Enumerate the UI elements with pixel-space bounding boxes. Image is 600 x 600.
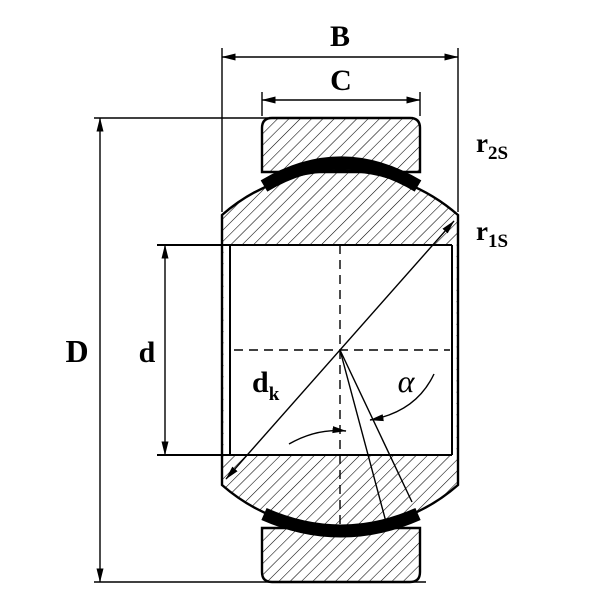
label-d: d	[139, 336, 156, 369]
bottom-seal-arc	[261, 508, 421, 538]
label-dk: dk	[252, 366, 280, 405]
label-D: D	[65, 333, 88, 369]
dimension-d: d	[139, 244, 169, 456]
rotation-arrow	[288, 426, 347, 445]
tilt-angle-arrow	[369, 373, 435, 422]
label-B: B	[330, 20, 350, 53]
label-C: C	[330, 64, 352, 97]
label-r1s: r1S	[476, 216, 508, 252]
dimension-B: B	[221, 20, 459, 212]
dimension-C: C	[261, 64, 421, 116]
label-alpha: α	[398, 363, 416, 399]
tilt-angle-lines	[339, 349, 413, 523]
dimension-D: D	[65, 117, 426, 583]
inner-ring-top-section	[260, 116, 422, 174]
label-r2s: r2S	[476, 128, 508, 164]
top-seal-arc	[260, 156, 422, 192]
